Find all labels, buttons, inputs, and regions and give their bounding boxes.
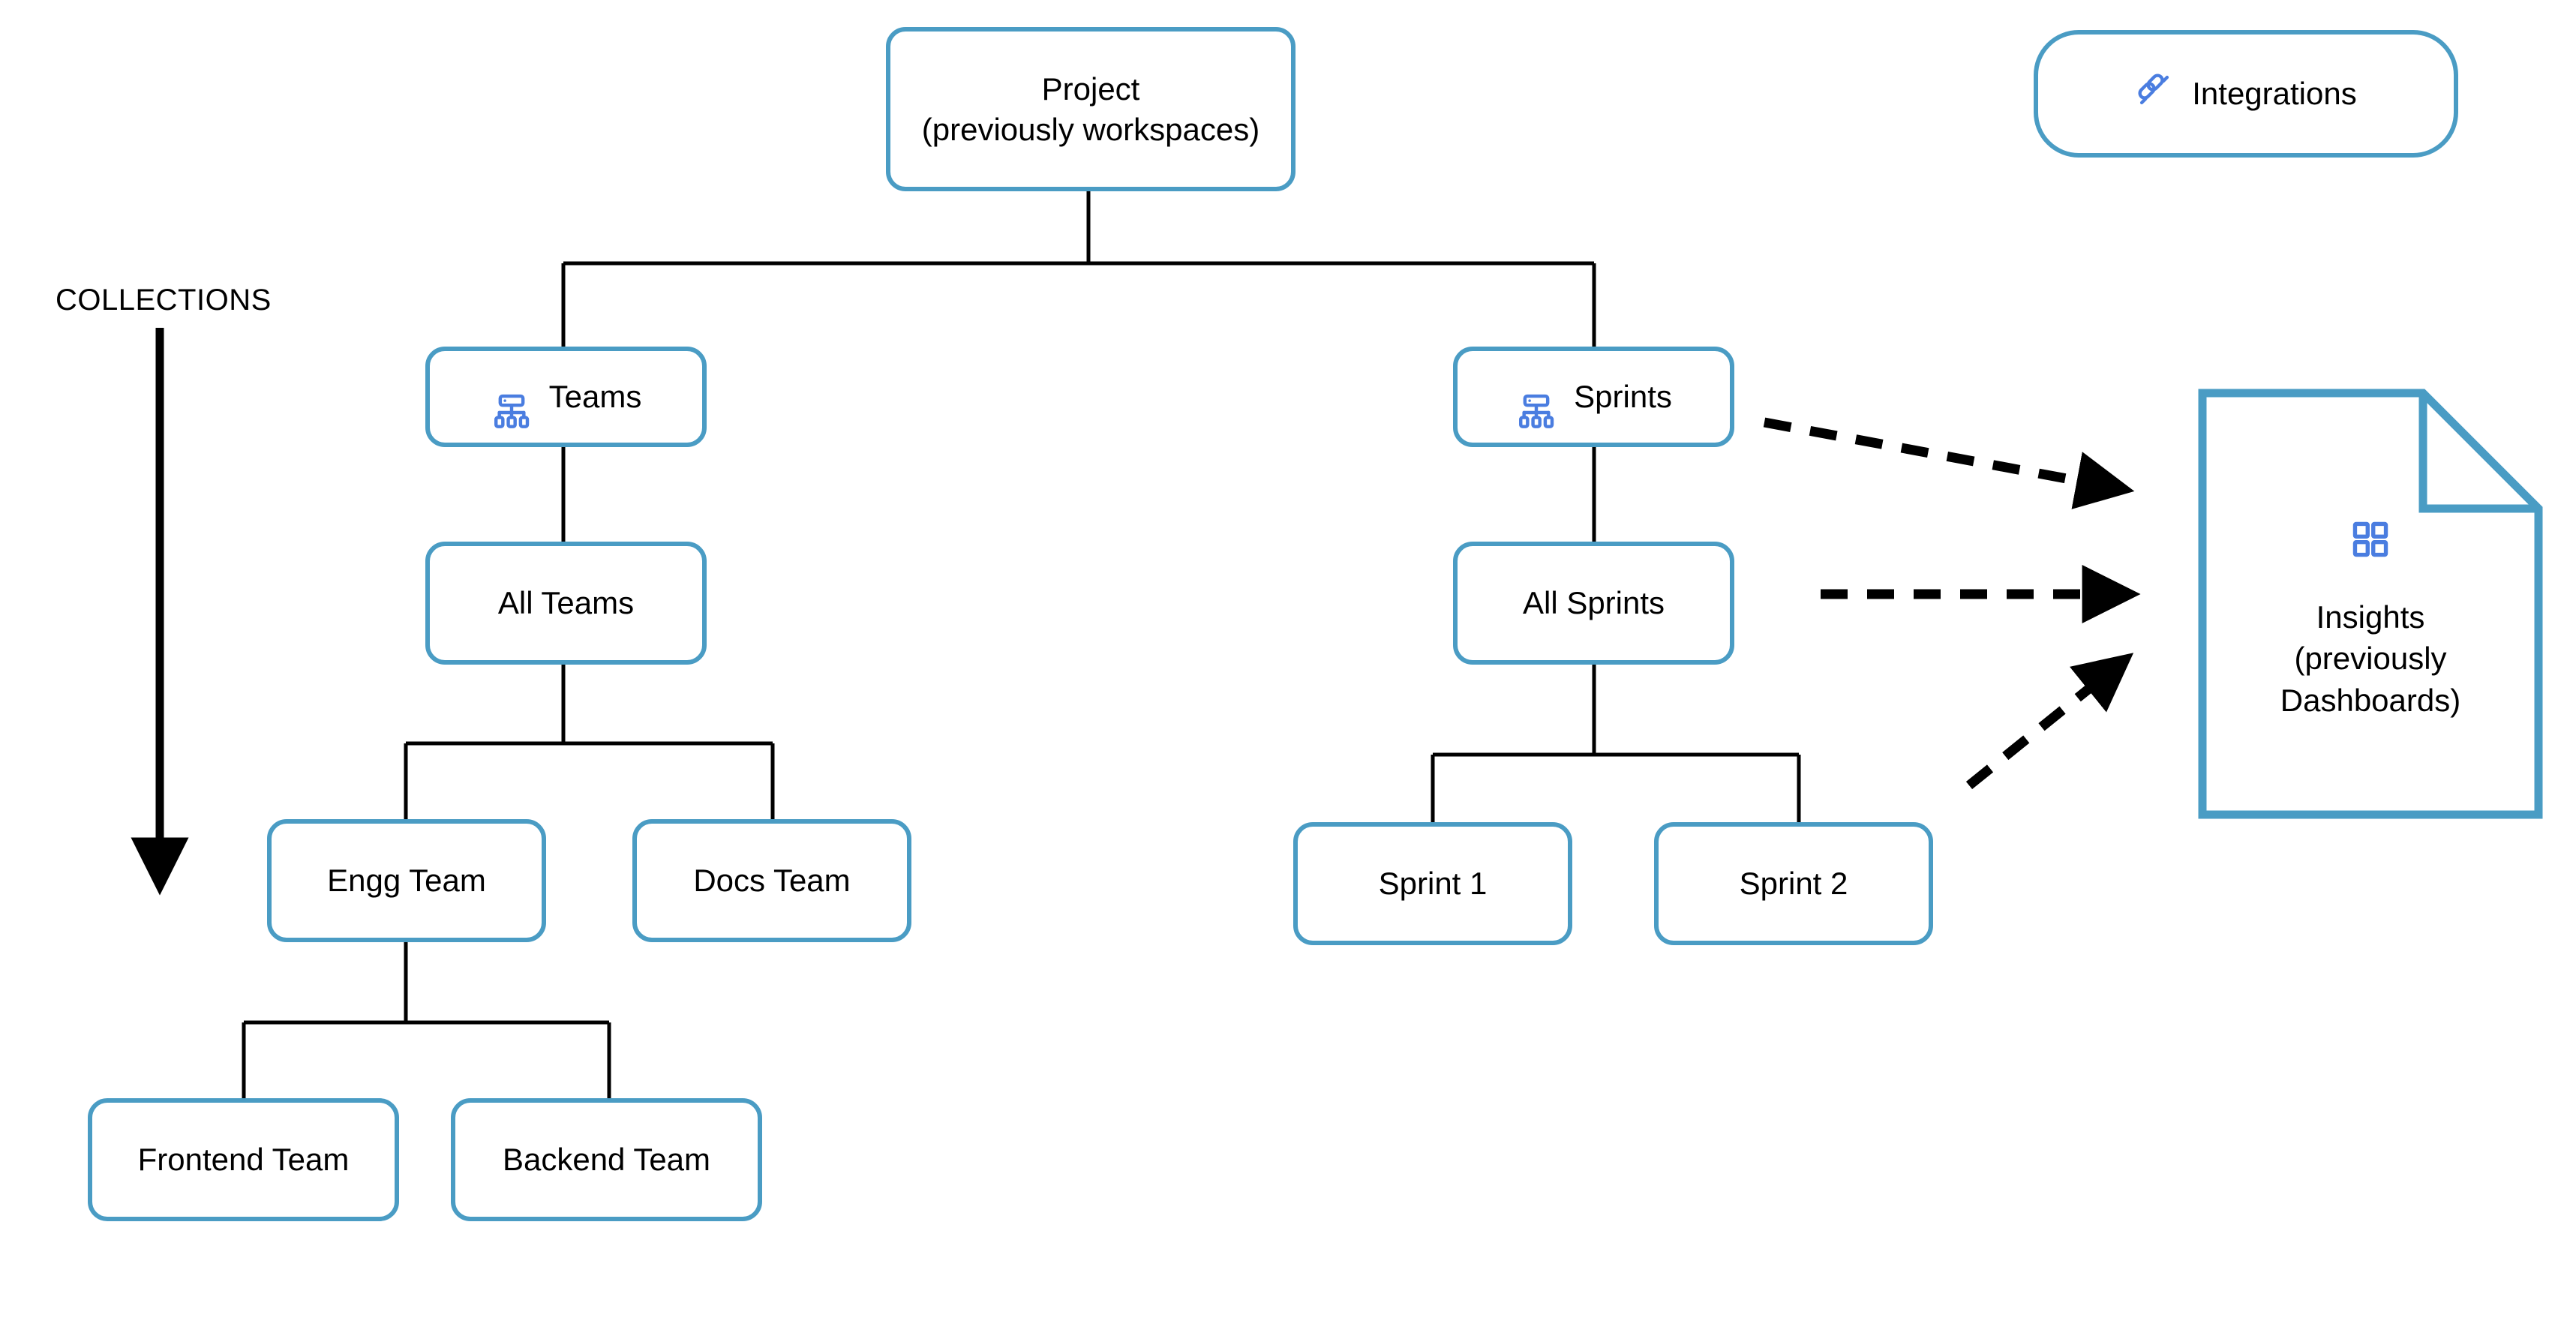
node-teams[interactable]: Teams [425, 347, 707, 447]
edge-sprint2-to-insights [1965, 653, 2134, 790]
node-sprints-label: Sprints [1574, 379, 1672, 415]
node-docs-team[interactable]: Docs Team [632, 819, 911, 942]
document-page-shape [2198, 389, 2543, 819]
node-project-label: Project (previously workspaces) [921, 71, 1260, 147]
node-integrations-label: Integrations [2192, 76, 2357, 111]
edge-sprints-to-insights [1763, 417, 2135, 509]
node-insights-label: Insights (previously Dashboards) [2280, 599, 2461, 718]
node-all-teams[interactable]: All Teams [425, 542, 707, 665]
node-engg-team[interactable]: Engg Team [267, 819, 546, 942]
node-sprint-2[interactable]: Sprint 2 [1654, 822, 1933, 945]
dashboard-grid-icon [2349, 477, 2391, 571]
node-sprints[interactable]: Sprints [1453, 347, 1734, 447]
node-sprint-1[interactable]: Sprint 1 [1293, 822, 1572, 945]
node-engg-team-label: Engg Team [327, 863, 486, 899]
node-sprint-2-label: Sprint 2 [1739, 866, 1848, 902]
node-docs-team-label: Docs Team [693, 863, 851, 899]
node-insights[interactable]: Insights (previously Dashboards) [2198, 389, 2543, 819]
node-sprint-1-label: Sprint 1 [1378, 866, 1488, 902]
plug-icon [2135, 71, 2174, 117]
node-frontend-team[interactable]: Frontend Team [88, 1098, 399, 1221]
node-all-sprints-label: All Sprints [1522, 585, 1665, 621]
node-project[interactable]: Project (previously workspaces) [886, 27, 1296, 191]
node-integrations[interactable]: Integrations [2034, 30, 2458, 158]
node-all-teams-label: All Teams [497, 585, 635, 621]
hierarchy-icon [491, 351, 533, 443]
node-teams-label: Teams [548, 379, 642, 415]
node-backend-team-label: Backend Team [502, 1142, 711, 1178]
node-frontend-team-label: Frontend Team [137, 1142, 350, 1178]
node-backend-team[interactable]: Backend Team [451, 1098, 762, 1221]
collections-caption: COLLECTIONS [56, 284, 272, 317]
hierarchy-icon [1515, 351, 1557, 443]
node-all-sprints[interactable]: All Sprints [1453, 542, 1734, 665]
